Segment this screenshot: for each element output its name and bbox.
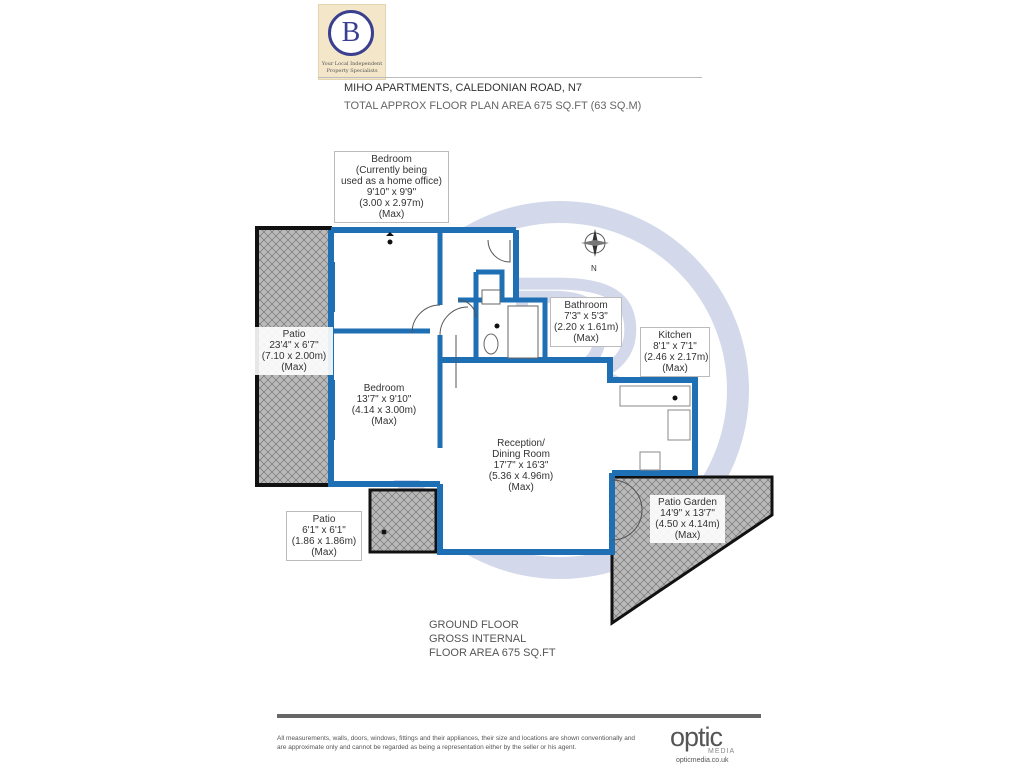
header-divider — [318, 77, 702, 78]
compass-north: N — [591, 264, 597, 273]
disclaimer: All measurements, walls, doors, windows,… — [277, 735, 636, 751]
walls — [328, 227, 698, 555]
optic-url: opticmedia.co.uk — [676, 757, 729, 764]
optic-logo-sub: MEDIA — [708, 748, 736, 755]
patio-small — [368, 488, 438, 554]
compass-icon — [581, 229, 609, 257]
property-title: MIHO APARTMENTS, CALEDONIAN ROAD, N7 — [344, 82, 582, 94]
logo-tagline: Your Local Independent Property Speciali… — [321, 61, 383, 74]
logo-letter: B — [328, 10, 374, 56]
agency-logo: B Your Local Independent Property Specia… — [318, 4, 386, 80]
total-area: TOTAL APPROX FLOOR PLAN AREA 675 SQ.FT (… — [344, 100, 642, 112]
optic-logo: optic — [670, 722, 723, 752]
footer-divider — [277, 714, 761, 718]
